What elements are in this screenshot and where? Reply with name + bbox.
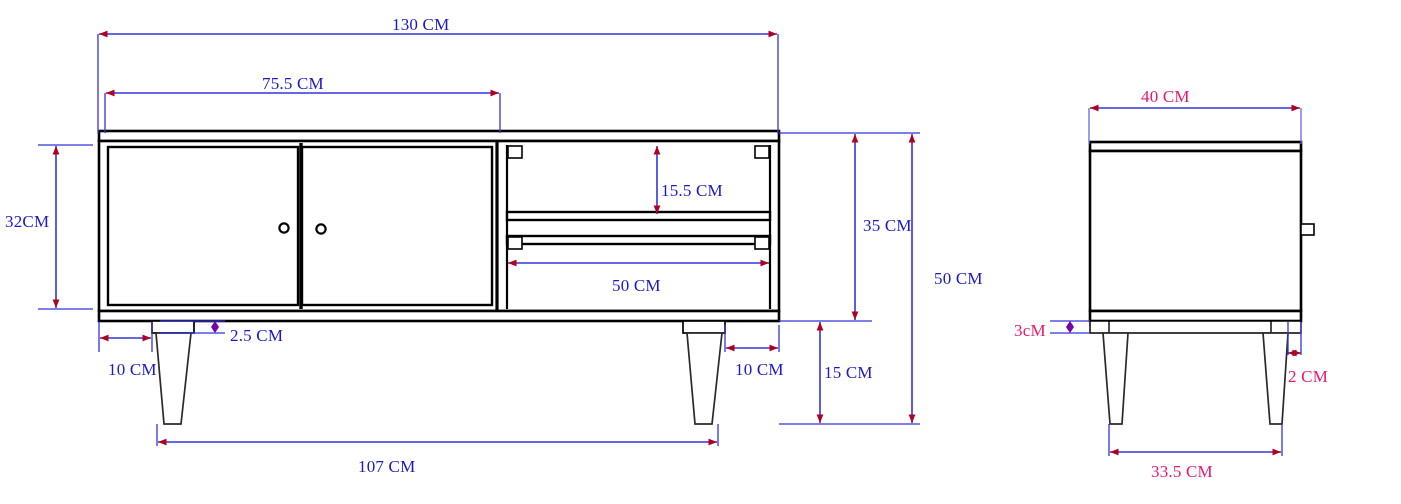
dim-arrow-25 [211,321,219,333]
dim-label-total-width: 130 CM [392,15,450,34]
dim-arrow-3 [1066,321,1074,333]
lower-shelf [505,234,772,246]
upper-shelf [505,210,772,222]
dim-label-leg-inset-right: 10 CM [735,360,784,379]
side-right-leg [1262,332,1289,425]
dim-label-shelf-width: 50 CM [612,276,661,295]
front-view-geometry [97,129,781,425]
front-bottom-plinth [97,309,781,323]
front-right-leg-plate [682,320,726,334]
front-view-dimensions [38,30,920,446]
shelf-bracket-bottom-left [507,236,523,250]
shelf-bracket-bottom-right [754,236,770,250]
dim-label-plinth-height: 2.5 CM [230,326,284,345]
side-bottom-plinth [1088,309,1303,323]
side-cable-bracket [1300,223,1315,236]
dim-label-overall-height: 50 CM [934,269,983,288]
left-cabinet-door[interactable] [106,145,300,307]
side-left-leg [1102,332,1129,425]
front-top-panel [97,129,781,143]
right-cabinet-door[interactable] [300,145,494,307]
dim-label-side-leg-span: 33.5 CM [1151,462,1213,481]
front-left-leg-plate [151,320,195,334]
dim-label-leg-inset-left: 10 CM [108,360,157,379]
dim-label-leg-span: 107 CM [358,457,416,476]
shelf-bracket-top-right [754,145,770,159]
shelf-bracket-top-left [507,145,523,159]
left-door-knob[interactable] [278,222,290,234]
side-top-panel [1088,140,1303,153]
dim-label-cabinet-width: 75.5 CM [262,74,324,93]
front-left-leg [155,332,192,425]
side-leg-rail [1089,320,1302,334]
dim-label-side-plinth-height: 3cM [1014,321,1046,340]
side-view-geometry [1088,140,1315,425]
dim-label-body-height: 32CM [5,212,50,231]
front-right-leg [686,332,723,425]
side-carcass-outline [1088,149,1303,313]
right-door-knob[interactable] [315,223,327,235]
dim-label-height-to-top: 35 CM [863,216,912,235]
dim-label-shelf-opening: 15.5 CM [661,181,723,200]
dim-label-depth: 40 CM [1141,87,1190,106]
side-view-dimensions [1050,104,1302,456]
dim-label-side-leg-inset: 2 CM [1288,367,1329,386]
dim-label-leg-height: 15 CM [824,363,873,382]
